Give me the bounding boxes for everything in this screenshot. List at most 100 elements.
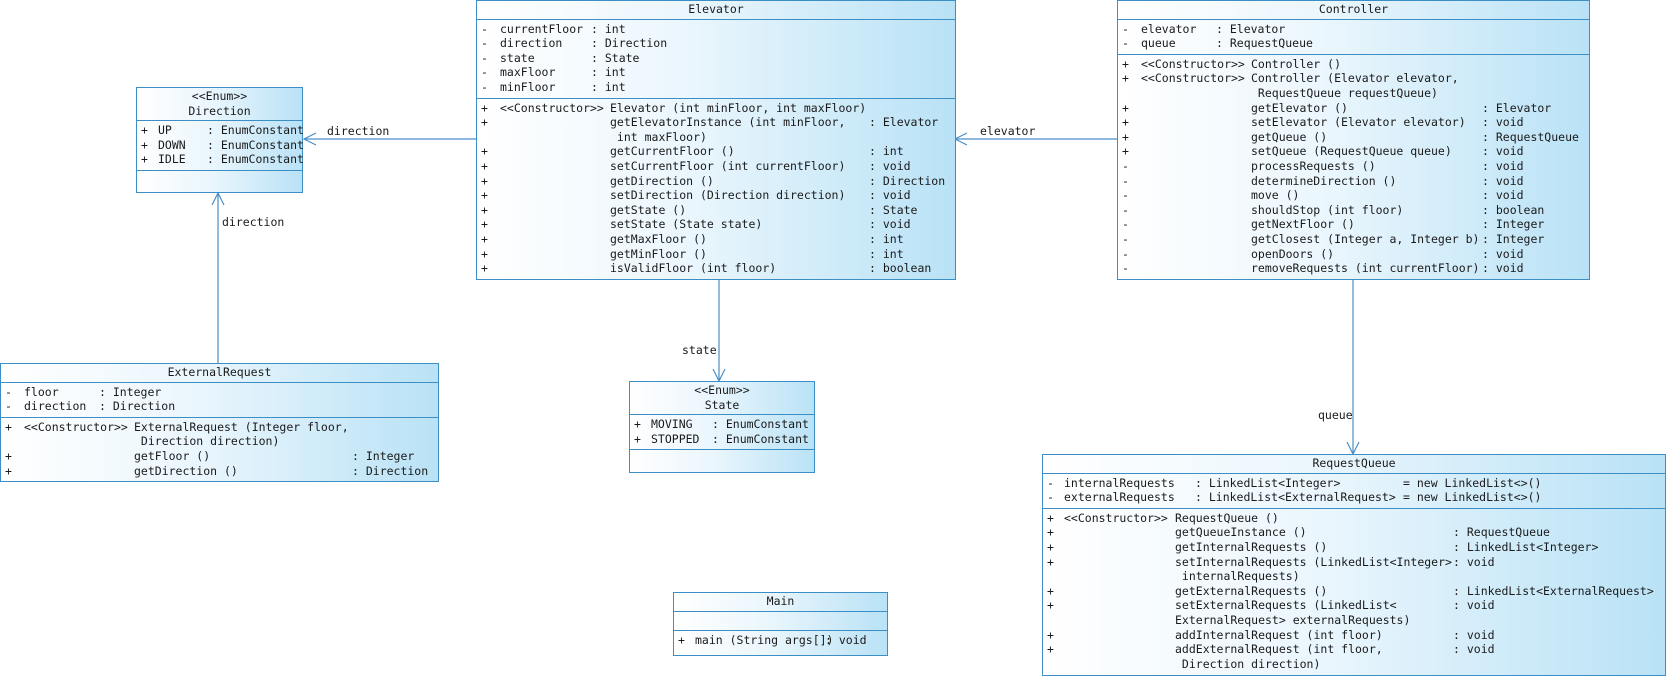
attributes-section: -internalRequests: LinkedList<Integer>= … (1043, 474, 1665, 509)
operations-section: +<<Constructor>>ExternalRequest (Integer… (1, 418, 438, 481)
operation-row: +<<Constructor>>Elevator (int minFloor, … (481, 100, 867, 115)
operation-row: int maxFloor) (610, 129, 707, 144)
class-main[interactable]: Main +main (String args[]): void (673, 592, 888, 656)
class-direction[interactable]: <<Enum>> Direction +UP: EnumConstant +DO… (136, 87, 304, 193)
operation-row: +getElevator (): Elevator (1122, 100, 1552, 115)
label-direction-2: direction (222, 215, 284, 229)
operation-row: -openDoors (): void (1122, 246, 1524, 261)
operation-row: +setExternalRequests (LinkedList<: void (1047, 598, 1495, 613)
operation-row: +main (String args[]): void (678, 632, 867, 647)
class-name: State (704, 397, 740, 412)
operation-row: RequestQueue requestQueue) (1251, 85, 1438, 100)
operation-row: -getClosest (Integer a, Integer b): Inte… (1122, 231, 1545, 246)
label-queue: queue (1318, 408, 1353, 422)
attribute-row: +STOPPED: EnumConstant (634, 431, 809, 446)
operation-row: +getDirection (): Direction (481, 173, 946, 188)
operation-row: -move (): void (1122, 188, 1524, 203)
class-header: <<Enum>> State (630, 382, 814, 416)
attribute-row: -externalRequests: LinkedList<ExternalRe… (1047, 490, 1542, 505)
class-header: Controller (1118, 1, 1589, 20)
arrowhead-direction (302, 132, 317, 146)
attribute-row: -internalRequests: LinkedList<Integer>= … (1047, 475, 1542, 490)
class-name: ExternalRequest (167, 365, 272, 379)
operation-row: +getMaxFloor (): int (481, 231, 904, 246)
class-header: Elevator (477, 1, 955, 20)
operations-section: +<<Constructor>>RequestQueue () +getQueu… (1043, 509, 1665, 675)
attributes-section (674, 612, 887, 631)
operation-row: +<<Constructor>>RequestQueue () (1047, 510, 1279, 525)
class-requestqueue[interactable]: RequestQueue -internalRequests: LinkedLi… (1042, 454, 1666, 676)
operation-row: +getQueueInstance (): RequestQueue (1047, 525, 1550, 540)
stereotype: <<Enum>> (694, 383, 750, 397)
class-externalrequest[interactable]: ExternalRequest -floor: Integer -directi… (0, 363, 439, 482)
operation-row: +<<Constructor>>Controller () (1122, 56, 1342, 71)
class-controller[interactable]: Controller -elevator: Elevator -queue: R… (1117, 0, 1590, 280)
operation-row: +getCurrentFloor (): int (481, 144, 904, 159)
operation-row: internalRequests) (1175, 569, 1300, 584)
label-state: state (682, 343, 717, 357)
operation-row: +setState (State state): void (481, 217, 911, 232)
operation-row: +getExternalRequests (): LinkedList<Exte… (1047, 583, 1654, 598)
attribute-row: -maxFloor: int (481, 65, 626, 80)
operation-row: +setInternalRequests (LinkedList<Integer… (1047, 554, 1495, 569)
attribute-row: -currentFloor: int (481, 21, 626, 36)
operation-row: +setCurrentFloor (int currentFloor): voi… (481, 158, 911, 173)
operation-row: +isValidFloor (int floor): boolean (481, 261, 932, 276)
operation-row: +addExternalRequest (int floor,: void (1047, 642, 1495, 657)
operation-row: +getDirection (): Direction (5, 463, 429, 478)
operation-row: +setDirection (Direction direction): voi… (481, 188, 911, 203)
attribute-row: +UP: EnumConstant (141, 123, 304, 138)
attribute-row: -direction: Direction (481, 36, 668, 51)
operations-section: +<<Constructor>>Elevator (int minFloor, … (477, 99, 955, 279)
operation-row: -removeRequests (int currentFloor): void (1122, 261, 1524, 276)
operation-row: +getElevatorInstance (int minFloor,: Ele… (481, 115, 939, 130)
class-header: <<Enum>> Direction (137, 88, 302, 122)
operation-row: Direction direction) (1175, 656, 1321, 671)
class-state[interactable]: <<Enum>> State +MOVING: EnumConstant +ST… (629, 381, 815, 473)
attribute-row: +DOWN: EnumConstant (141, 137, 304, 152)
operations-section: +main (String args[]): void (674, 631, 887, 651)
class-name: Elevator (688, 2, 744, 16)
operation-row: +getFloor (): Integer (5, 448, 415, 463)
attribute-row: -direction: Direction (5, 399, 176, 414)
attribute-row: -floor: Integer (5, 384, 162, 399)
stereotype: <<Enum>> (191, 89, 248, 103)
attribute-row: -state: State (481, 50, 640, 65)
attribute-row: -elevator: Elevator (1122, 21, 1286, 36)
attribute-row: +IDLE: EnumConstant (141, 152, 304, 167)
attribute-row: -minFloor: int (481, 79, 626, 94)
operation-row: -processRequests (): void (1122, 158, 1524, 173)
operation-row: +<<Constructor>>ExternalRequest (Integer… (5, 419, 349, 434)
operation-row: +addInternalRequest (int floor): void (1047, 627, 1495, 642)
attributes-section: +UP: EnumConstant +DOWN: EnumConstant +I… (137, 121, 304, 171)
class-header: RequestQueue (1043, 455, 1665, 474)
operation-row: ExternalRequest> externalRequests) (1175, 612, 1411, 627)
attributes-section: -currentFloor: int -direction: Direction… (477, 20, 955, 99)
class-name: Main (766, 594, 795, 608)
operation-row: -determineDirection (): void (1122, 173, 1524, 188)
attributes-section: -elevator: Elevator -queue: RequestQueue (1118, 20, 1589, 55)
operations-section (137, 171, 302, 190)
class-elevator[interactable]: Elevator -currentFloor: int -direction: … (476, 0, 956, 280)
class-name: Direction (188, 103, 251, 118)
attributes-section: -floor: Integer -direction: Direction (1, 383, 438, 418)
operation-row: +setElevator (Elevator elevator): void (1122, 115, 1524, 130)
operation-row: +getInternalRequests (): LinkedList<Inte… (1047, 539, 1599, 554)
attribute-row: -queue: RequestQueue (1122, 36, 1313, 51)
label-elevator: elevator (980, 124, 1035, 138)
operation-row: -getNextFloor (): Integer (1122, 217, 1545, 232)
operation-row: +getQueue (): RequestQueue (1122, 129, 1579, 144)
class-name: Controller (1318, 2, 1389, 16)
operation-row: Direction direction) (134, 434, 280, 449)
operation-row: +setQueue (RequestQueue queue): void (1122, 144, 1524, 159)
operations-section (630, 450, 814, 467)
operations-section: +<<Constructor>>Controller () +<<Constru… (1118, 55, 1589, 279)
class-header: Main (674, 593, 887, 612)
attributes-section: +MOVING: EnumConstant +STOPPED: EnumCons… (630, 415, 814, 451)
class-header: ExternalRequest (1, 364, 438, 383)
operation-row: +getState (): State (481, 202, 918, 217)
attribute-row: +MOVING: EnumConstant (634, 417, 809, 432)
operation-row: +getMinFloor (): int (481, 246, 904, 261)
label-direction-1: direction (327, 124, 389, 138)
operation-row: -shouldStop (int floor): boolean (1122, 202, 1545, 217)
